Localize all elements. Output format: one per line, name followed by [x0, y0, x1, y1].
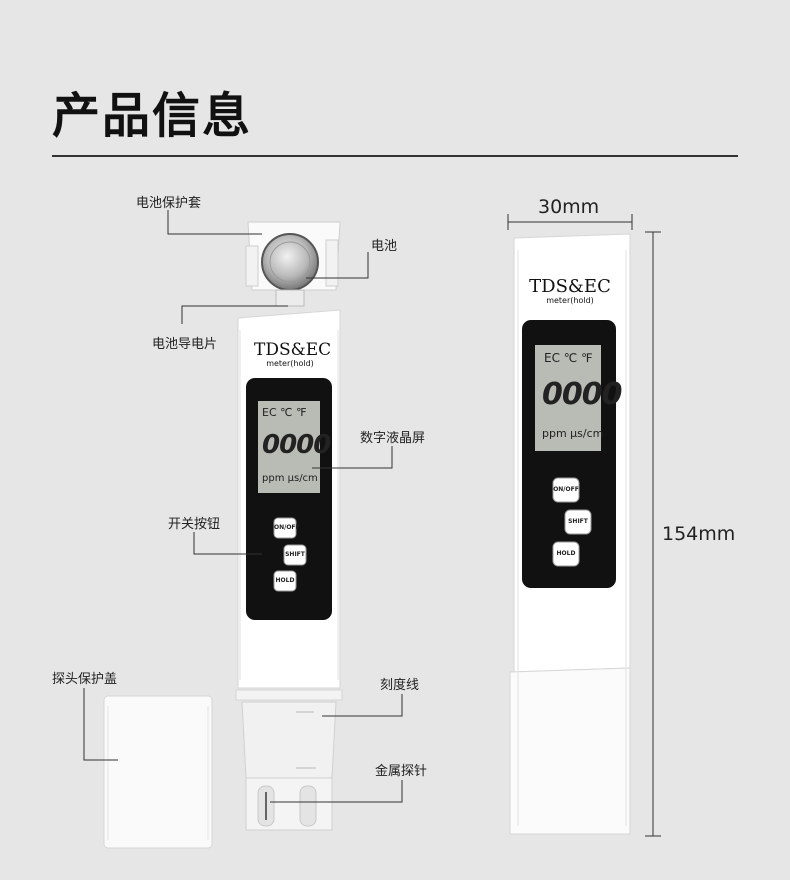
left-lcd-units: ppm μs/cm: [262, 473, 318, 484]
left-lcd-top: EC ℃ ℉: [262, 406, 307, 419]
right-lcd-top: EC ℃ ℉: [544, 351, 593, 365]
right-lcd-units: ppm μs/cm: [542, 427, 604, 440]
page-title: 产品信息: [52, 88, 253, 144]
callout-scale-line: 刻度线: [380, 678, 420, 693]
callout-lcd: 数字液晶屏: [360, 431, 426, 446]
right-lcd-digits: 0000: [542, 377, 622, 412]
callout-battery: 电池: [371, 239, 398, 254]
right-brand: TDS&EC: [529, 276, 611, 297]
left-hold-button[interactable]: HOLD: [275, 577, 295, 584]
left-model: meter(hold): [266, 359, 314, 368]
dimension-width: 30mm: [538, 196, 600, 218]
probe-section: [241, 701, 337, 831]
right-hold-button[interactable]: HOLD: [556, 550, 576, 557]
probe-cap: [103, 695, 213, 849]
battery-cover: [245, 221, 341, 307]
right-shift-button[interactable]: SHIFT: [568, 518, 588, 525]
callout-power-button: 开关按钮: [168, 517, 221, 532]
callout-metal-probe: 金属探针: [375, 764, 428, 779]
left-lcd-digits: 0000: [262, 430, 331, 460]
title-divider: [52, 155, 738, 157]
right-model: meter(hold): [546, 296, 594, 305]
dimension-height: 154mm: [662, 523, 736, 545]
dimension-lines: [507, 214, 661, 837]
callout-probe-cap: 探头保护盖: [52, 672, 118, 687]
callout-battery-cover: 电池保护套: [136, 196, 202, 211]
left-onoff-button[interactable]: ON/OFF: [274, 524, 300, 531]
right-meter-body: [509, 233, 631, 835]
callout-lines: [83, 210, 403, 803]
callout-battery-contact: 电池导电片: [152, 337, 218, 352]
left-meter-body: [235, 309, 343, 701]
left-shift-button[interactable]: SHIFT: [285, 551, 305, 558]
left-brand: TDS&EC: [254, 340, 332, 360]
right-onoff-button[interactable]: ON/OFF: [553, 486, 579, 493]
